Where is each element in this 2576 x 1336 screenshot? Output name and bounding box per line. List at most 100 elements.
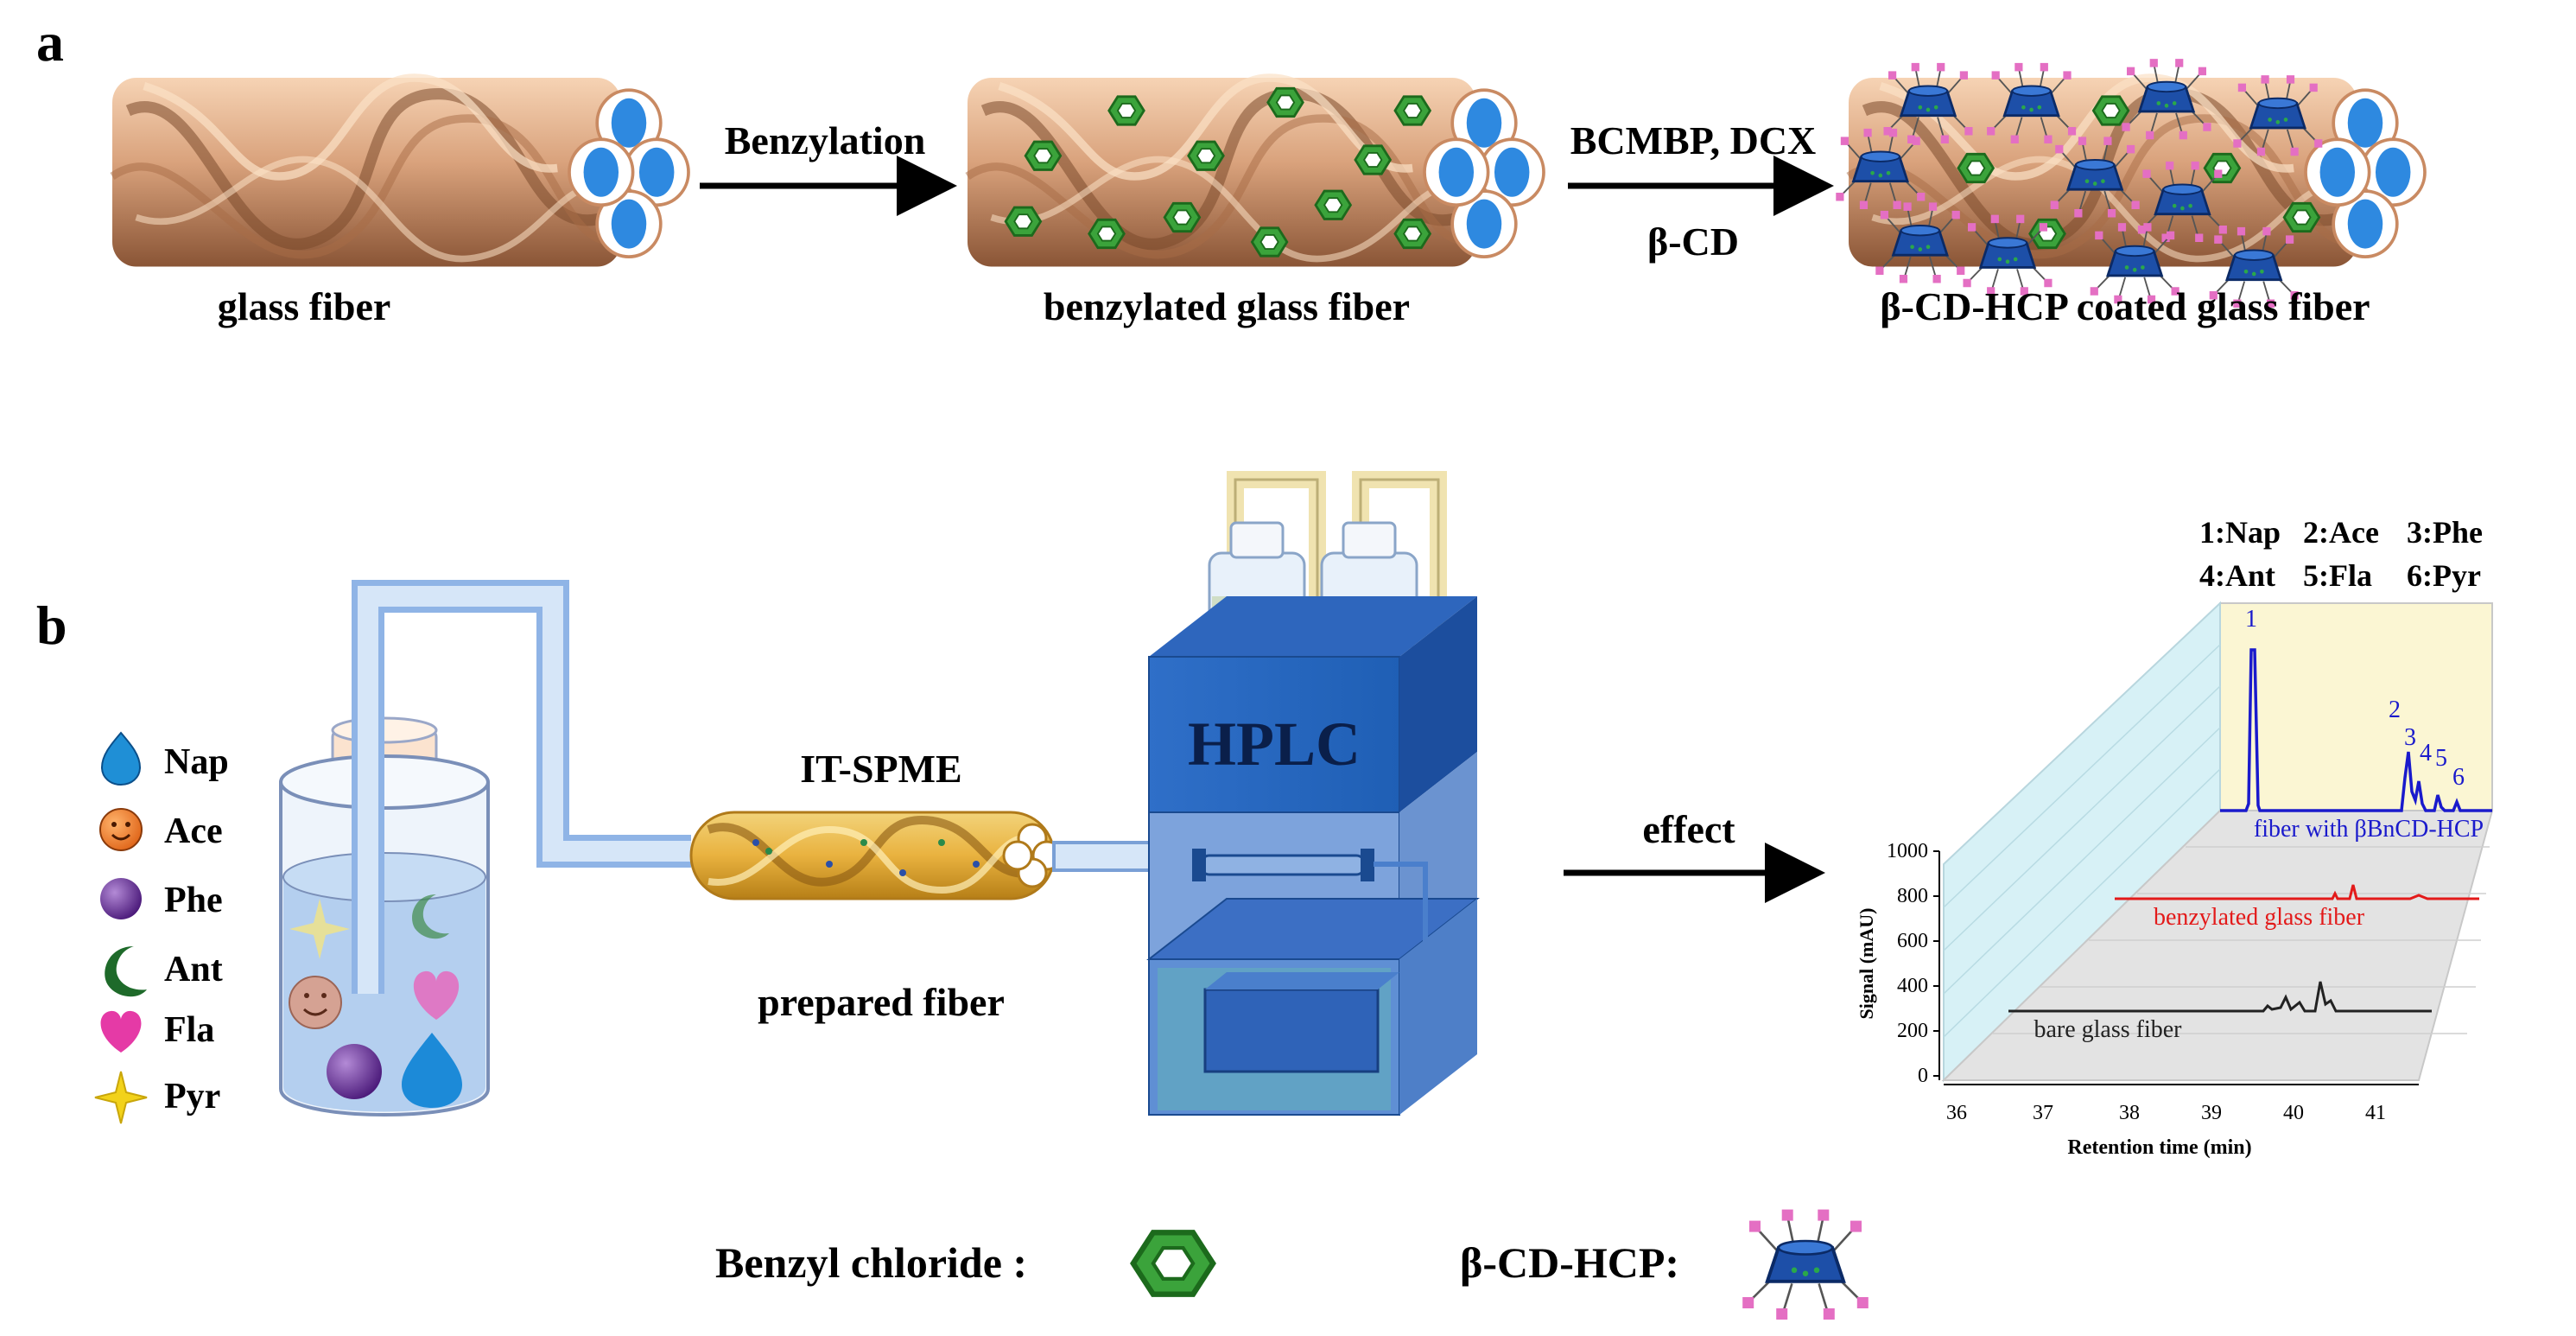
x-axis-label: Retention time (min) [2067,1136,2251,1159]
x-tick-37: 37 [2033,1102,2053,1124]
bcd-hcp-cup-icon [1741,1207,1870,1321]
hplc-top-face [1149,596,1477,657]
droplet-icon [100,731,142,786]
solvent-bottle-2-cap [1342,521,1397,559]
smiley-face-icon [99,808,143,851]
y-axis-ticks: 1000 800 600 400 200 0 [1887,840,1928,1087]
panel-b: b Nap Ace Phe Ant Fla Pyr [36,471,2494,1159]
y-tick-200: 200 [1897,1020,1928,1042]
purple-sphere-icon [100,878,142,919]
adsorbed-dot-6 [938,839,945,846]
peak-legend-5: 5:Fla [2303,558,2372,593]
peak-number-1: 1 [2245,606,2257,633]
adsorbed-dot-4 [860,839,867,846]
chromatogram-3d: fiber with βBnCD-HCP benzylated glass fi… [1856,515,2494,1159]
peak-number-5: 5 [2435,745,2447,772]
hplc-instrument: HPLC [1146,471,1480,1116]
analyte-label-pyr: Pyr [164,1077,220,1117]
hplc-detector-box [1203,988,1380,1073]
sampling-tube-inner [358,586,691,994]
hplc-upper-front [1148,656,1400,813]
bottom-legend: Benzyl chloride : β-CD-HCP: [715,1207,1870,1321]
y-axis-label: Signal (mAU) [1856,908,1877,1020]
benzylated-fiber-illustration [968,78,1544,267]
prepared-fiber-label: prepared fiber [758,980,1005,1024]
effect-label: effect [1642,807,1735,851]
stage-caption-benzylated-glass-fiber: benzylated glass fiber [1044,284,1410,328]
hplc-column-fitting-right [1361,849,1374,881]
smiley-eye-right [125,822,130,827]
adsorbed-dot-3 [826,861,833,868]
legend-benzyl-chloride-label: Benzyl chloride : [715,1238,1027,1287]
peak-number-4: 4 [2420,740,2432,767]
adsorbed-dot-1 [752,839,759,846]
adsorbed-dot-7 [973,861,980,868]
trace-label-benzylated-glass-fiber: benzylated glass fiber [2154,904,2365,931]
face-mouth [302,1008,328,1016]
itspme-label: IT-SPME [800,747,961,791]
y-tick-0: 0 [1918,1065,1928,1087]
y-tick-400: 400 [1897,975,1928,997]
y-tick-800: 800 [1897,885,1928,907]
legend-bcd-hcp-label: β-CD-HCP: [1460,1238,1679,1287]
analyte-label-nap: Nap [164,742,229,782]
face-eye-2 [321,993,327,998]
hplc-column-fitting-left [1192,849,1206,881]
itspme-fiber-tube [689,811,1063,900]
panel-a-label: a [36,11,64,73]
benzyl-chloride-hexagon-icon [1133,1232,1213,1294]
hplc-lower-side [1399,899,1477,1115]
x-tick-36: 36 [1946,1102,1967,1124]
side-wall-grid [1943,644,2221,1038]
trace-label-fiber-with-bbncd-hcp: fiber with βBnCD-HCP [2254,816,2484,843]
hplc-detector-top [1205,972,1399,989]
peak-number-6: 6 [2452,764,2465,791]
x-tick-41: 41 [2365,1102,2386,1124]
analyte-legend: Nap Ace Phe Ant Fla Pyr [94,731,229,1124]
heart-icon [100,1010,142,1053]
trace-fiber-with-bbncd-hcp [2220,648,2492,812]
smiley-mouth [111,833,131,841]
arrow-2-label-above: BCMBP, DCX [1570,118,1817,162]
analyte-label-ant: Ant [164,950,223,989]
x-tick-38: 38 [2119,1102,2140,1124]
peak-legend-6: 6:Pyr [2407,558,2481,593]
adsorbed-dot-5 [899,869,906,876]
peak-legend-3: 3:Phe [2407,515,2483,550]
peak-legend-4: 4:Ant [2199,558,2275,593]
bcd-hcp-coated-fiber-illustration [1834,57,2425,309]
heart-in-vial [413,970,460,1020]
y-axis-tick-marks [1933,850,1939,1077]
solvent-bottle-1-cap [1229,521,1285,559]
y-tick-600: 600 [1897,930,1928,952]
sphere-in-vial [327,1044,382,1099]
crescent-moon-icon [105,946,147,997]
face-in-vial [289,976,342,1029]
moon-in-vial [412,894,449,939]
adsorbed-dot-2 [765,848,772,855]
peak-number-3: 3 [2404,724,2416,751]
y-tick-1000: 1000 [1887,840,1928,862]
trace-bare-glass-fiber [2008,981,2432,1013]
arrow-2-label-below: β-CD [1647,219,1739,264]
smiley-eye-left [111,822,117,827]
peak-legend-2: 2:Ace [2303,515,2379,550]
trace-label-bare-glass-fiber: bare glass fiber [2034,1016,2182,1043]
stage-caption-glass-fiber: glass fiber [218,284,391,328]
peak-number-2: 2 [2389,697,2401,723]
droplet-in-vial [402,1033,462,1108]
panel-b-label: b [36,595,67,656]
analyte-label-ace: Ace [164,811,223,851]
hplc-upper-side [1399,596,1477,812]
trace-benzylated-glass-fiber [2115,884,2479,900]
stage-caption-bcd-hcp-coated-glass-fiber: β-CD-HCP coated glass fiber [1880,284,2370,328]
hplc-column [1199,854,1367,876]
x-tick-40: 40 [2283,1102,2304,1124]
panel-a: a glass fiber Benzylation benzylated gla… [36,11,2425,328]
sample-vial [279,716,490,1117]
peak-legend-1: 1:Nap [2199,515,2281,550]
tube-end-fiber-4 [1002,840,1033,871]
analyte-label-phe: Phe [164,881,223,920]
glass-fiber-illustration [112,78,688,267]
